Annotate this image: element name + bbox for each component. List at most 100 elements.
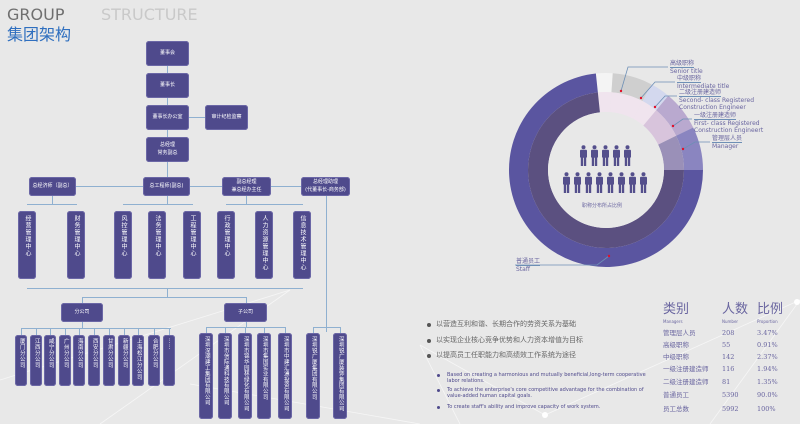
table-subheader-number: Number — [722, 319, 739, 324]
connector — [94, 328, 95, 335]
org-center-box[interactable]: 人力资源管理中心 — [255, 211, 273, 279]
connector — [65, 328, 66, 335]
donut-segment-4 — [676, 127, 703, 170]
table-cell-number: 5992 — [722, 405, 739, 413]
leader-line — [654, 95, 677, 108]
org-branch-box[interactable]: 广州分公司 — [59, 335, 71, 386]
leader-line — [620, 66, 668, 92]
org-branch-label[interactable]: 分公司 — [61, 303, 103, 322]
org-center-box[interactable]: 风控管理中心 — [114, 211, 132, 279]
bullet-cn-3: 以提高员工任职能力和高绩效工作系统为途径 — [427, 351, 576, 359]
table-cell-number: 55 — [722, 341, 731, 349]
leader-dot — [639, 96, 643, 100]
donut-label-en: Staff — [516, 266, 530, 273]
donut-label-cn: 一级注册建造师 — [694, 112, 737, 120]
org-subsidiary-box[interactable]: 深圳市中建汇通投资有限公司 — [278, 333, 292, 419]
table-cell-number: 116 — [722, 365, 735, 373]
org-assistant-company-box[interactable]: 深圳锐广厦装饰集团有限公司 — [333, 333, 347, 419]
donut-center — [548, 112, 664, 228]
org-center-box[interactable]: 工程管理中心 — [183, 211, 201, 279]
donut-label-cn: 中级职称 — [677, 75, 702, 83]
org-branch-box[interactable]: 厦门分公司 — [15, 335, 27, 386]
org-deputy-gm[interactable]: 副总经理 兼总经办主任 — [222, 177, 271, 196]
org-branch-box[interactable]: 合肥分公司 — [148, 335, 160, 386]
org-center-box[interactable]: 行政管理中心 — [217, 211, 235, 279]
leader-dot — [671, 124, 675, 128]
person-icon — [629, 172, 636, 193]
org-assistant-company-box[interactable]: 深圳锐广厦集团有限公司 — [306, 333, 320, 419]
connector — [50, 328, 51, 335]
org-subsidiary-label[interactable]: 子公司 — [224, 303, 267, 322]
table-cell-category: 员工总数 — [663, 405, 689, 413]
table-cell-category: 管理层人员 — [663, 329, 696, 337]
org-center-box[interactable]: 信息技术管理中心 — [293, 211, 311, 279]
donut-label-en: Senior title — [670, 68, 703, 75]
org-chairman-office[interactable]: 董事长办公室 — [146, 105, 189, 130]
donut-label-en: First- class Registered Construction Eng… — [694, 120, 764, 134]
org-branch-box[interactable]: 甘肃分公司 — [103, 335, 115, 386]
table-cell-proportion: 1.94% — [757, 365, 778, 373]
org-center-box[interactable]: 法务管理中心 — [148, 211, 166, 279]
table-cell-number: 208 — [722, 329, 735, 337]
donut-segment-3 — [656, 95, 694, 136]
org-gm-assistant[interactable]: 总经理助理 (代董事长-商务部) — [301, 177, 350, 196]
org-branch-box[interactable]: 上海松江分公司 — [132, 335, 144, 386]
donut-label-cn: 普通员工 — [516, 258, 541, 266]
donut-inner-segment-2 — [633, 101, 657, 126]
table-subheader-category: Managers — [663, 319, 683, 324]
person-icon — [591, 145, 598, 166]
connector — [154, 328, 155, 335]
connector — [340, 327, 341, 333]
connector — [245, 327, 246, 333]
table-cell-number: 5390 — [722, 391, 739, 399]
org-branch-box[interactable]: 咸宁分公司 — [44, 335, 56, 386]
donut-inner-segment-3 — [643, 110, 677, 145]
table-cell-category: 一级注册建造师 — [663, 365, 709, 373]
org-subsidiary-box[interactable]: 深圳市信际通科技有限公司 — [218, 333, 232, 419]
org-branch-box[interactable]: 新疆分公司 — [118, 335, 130, 386]
leader-line — [672, 118, 692, 127]
table-header-category: 类别 — [663, 302, 690, 317]
bullet-en-1: Based on creating a harmonious and mutua… — [437, 372, 652, 384]
person-icon — [607, 172, 614, 193]
org-subsidiary-box[interactable]: 深圳深潮建工集团有限公司 — [199, 333, 213, 419]
table-cell-number: 81 — [722, 378, 731, 386]
org-subsidiary-box[interactable]: 深圳市集国实业有限公司 — [257, 333, 271, 419]
title-group: GROUP — [7, 5, 65, 24]
org-branch-box[interactable]: 海南分公司 — [73, 335, 85, 386]
org-branch-box[interactable]: …… — [163, 335, 175, 386]
person-icon — [563, 172, 570, 193]
org-board[interactable]: 董事会 — [146, 41, 189, 66]
bullet-cn-1: 以营造互利和谐、长期合作的劳资关系为基础 — [427, 320, 576, 328]
donut-inner-segment-0 — [597, 92, 612, 113]
connector — [206, 327, 207, 333]
org-subsidiary-box[interactable]: 深圳市锦华园林绿化有限公司 — [238, 333, 252, 419]
connector — [138, 328, 139, 335]
connector — [36, 328, 37, 335]
person-icon — [580, 145, 587, 166]
org-chairman[interactable]: 董事长 — [146, 73, 189, 98]
person-icon — [602, 145, 609, 166]
org-general-manager[interactable]: 总经理 常务副总 — [146, 137, 189, 162]
table-cell-number: 142 — [722, 353, 735, 361]
table-cell-proportion: 1.35% — [757, 378, 778, 386]
leader-line — [640, 81, 675, 99]
connector — [124, 328, 125, 335]
org-branch-box[interactable]: 西安分公司 — [88, 335, 100, 386]
org-chief-engineer[interactable]: 总工程师(副总) — [143, 177, 190, 196]
org-chief-economist[interactable]: 总经济师（副总） — [29, 177, 76, 196]
org-audit[interactable]: 审计纪检监察 — [205, 105, 248, 130]
connector — [225, 327, 226, 333]
table-cell-proportion: 90.0% — [757, 391, 778, 399]
connector — [79, 328, 80, 335]
org-center-box[interactable]: 财务管理中心 — [67, 211, 85, 279]
org-center-box[interactable]: 经营管理中心 — [18, 211, 36, 279]
org-branch-box[interactable]: 江西分公司 — [30, 335, 42, 386]
person-icon — [618, 172, 625, 193]
bullet-en-3: To create staff's ability and improve ca… — [437, 404, 652, 410]
